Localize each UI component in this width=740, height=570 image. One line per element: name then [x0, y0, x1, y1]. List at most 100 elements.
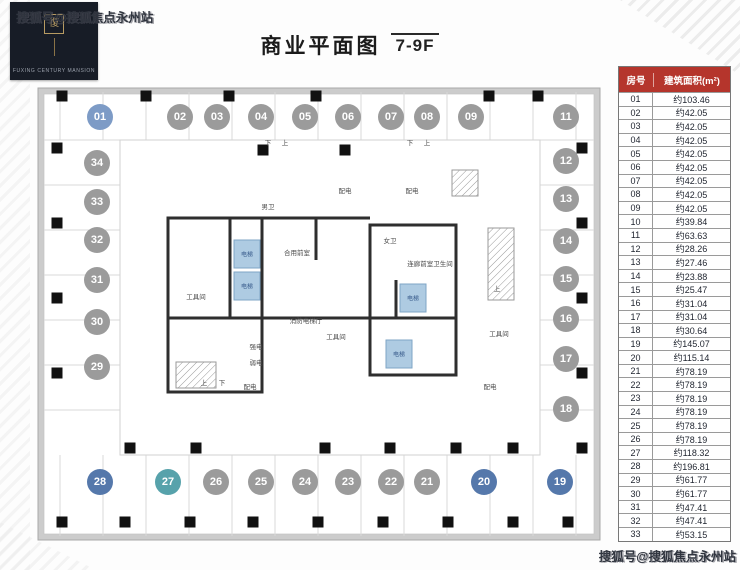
elevator-cell — [233, 271, 261, 301]
room-label: 下 — [264, 140, 272, 147]
unit-circle-08: 08 — [414, 104, 440, 130]
room-label: 上 — [493, 286, 501, 293]
table-cell-room: 10 — [619, 215, 653, 228]
area-table-header: 房号 建筑面积(m²) — [619, 67, 730, 92]
table-cell-area: 约53.15 — [675, 529, 708, 540]
table-cell-room: 22 — [619, 378, 653, 392]
table-cell-room: 03 — [619, 120, 653, 133]
table-cell-room: 27 — [619, 446, 653, 460]
unit-circle-20: 20 — [471, 469, 497, 495]
table-cell-room: 26 — [619, 432, 653, 446]
table-cell-room: 08 — [619, 188, 653, 201]
unit-circle-06: 06 — [335, 104, 361, 130]
table-cell-room: 02 — [619, 106, 653, 120]
unit-circle-18: 18 — [553, 396, 579, 422]
unit-circle-24: 24 — [292, 469, 318, 495]
table-cell-area: 约42.05 — [675, 135, 708, 146]
room-label: 配电 — [483, 384, 497, 391]
left-stripes-decoration — [0, 0, 30, 570]
logo-divider — [54, 38, 55, 56]
room-label: 配电 — [338, 188, 352, 195]
table-cell-room: 13 — [619, 256, 653, 269]
unit-circle-32: 32 — [84, 227, 110, 253]
unit-circle-16: 16 — [553, 306, 579, 332]
table-row: 04 约42.05 — [619, 132, 730, 147]
table-cell-area: 约63.63 — [675, 230, 708, 241]
table-cell-area: 约42.05 — [675, 189, 708, 200]
table-cell-area: 约78.19 — [675, 434, 708, 445]
watermark-bottom: 搜狐号@搜狐焦点永州站 — [598, 550, 736, 564]
table-row: 30 约61.77 — [619, 486, 730, 500]
table-cell-area: 约196.81 — [673, 461, 710, 472]
table-row: 07 约42.05 — [619, 173, 730, 188]
table-cell-room: 31 — [619, 500, 653, 514]
unit-circle-14: 14 — [553, 228, 579, 254]
table-row: 26 约78.19 — [619, 431, 730, 446]
room-label: 工具间 — [326, 334, 346, 341]
brand-emblem-icon: 復 — [44, 14, 64, 34]
unit-circle-13: 13 — [553, 186, 579, 212]
room-label: 合用前室 — [284, 250, 310, 257]
unit-circle-22: 22 — [378, 469, 404, 495]
stair-hatch — [487, 227, 515, 301]
table-cell-area: 约42.05 — [675, 149, 708, 160]
room-label: 配电 — [405, 188, 419, 195]
table-cell-area: 约42.05 — [675, 162, 708, 173]
room-label: 配电 — [243, 384, 257, 391]
table-cell-room: 07 — [619, 174, 653, 188]
table-cell-room: 05 — [619, 147, 653, 160]
room-label: 男卫 — [261, 204, 275, 211]
unit-circle-28: 28 — [87, 469, 113, 495]
table-row: 05 约42.05 — [619, 146, 730, 160]
table-cell-room: 04 — [619, 133, 653, 147]
table-cell-room: 33 — [619, 528, 653, 541]
structural-columns — [51, 90, 588, 528]
unit-circle-05: 05 — [292, 104, 318, 130]
table-cell-area: 约42.05 — [675, 176, 708, 187]
table-cell-room: 15 — [619, 283, 653, 296]
room-label: 下 — [406, 140, 414, 147]
table-cell-room: 30 — [619, 487, 653, 500]
corridor-outline — [119, 139, 541, 456]
right-core-walls — [262, 216, 458, 377]
unit-circle-26: 26 — [203, 469, 229, 495]
table-row: 08 约42.05 — [619, 187, 730, 201]
unit-circle-07: 07 — [378, 104, 404, 130]
table-cell-area: 约78.19 — [675, 421, 708, 432]
table-cell-room: 23 — [619, 392, 653, 405]
unit-circle-01: 01 — [87, 104, 113, 130]
unit-circle-12: 12 — [553, 148, 579, 174]
room-label: 上 — [423, 140, 431, 147]
unit-circle-03: 03 — [204, 104, 230, 130]
outer-wall — [38, 88, 600, 540]
table-cell-room: 25 — [619, 419, 653, 432]
table-cell-room: 14 — [619, 269, 653, 283]
table-row: 25 约78.19 — [619, 418, 730, 432]
unit-circle-02: 02 — [167, 104, 193, 130]
unit-circle-31: 31 — [84, 267, 110, 293]
room-label: 电梯 — [392, 352, 406, 359]
table-cell-area: 约61.77 — [675, 489, 708, 500]
stair-hatch — [175, 361, 217, 389]
table-cell-room: 29 — [619, 473, 653, 487]
table-cell-area: 约25.47 — [675, 285, 708, 296]
table-cell-area: 约31.04 — [675, 298, 708, 309]
table-cell-area: 约31.04 — [675, 312, 708, 323]
table-cell-room: 12 — [619, 242, 653, 256]
room-label: 下 — [218, 380, 226, 387]
